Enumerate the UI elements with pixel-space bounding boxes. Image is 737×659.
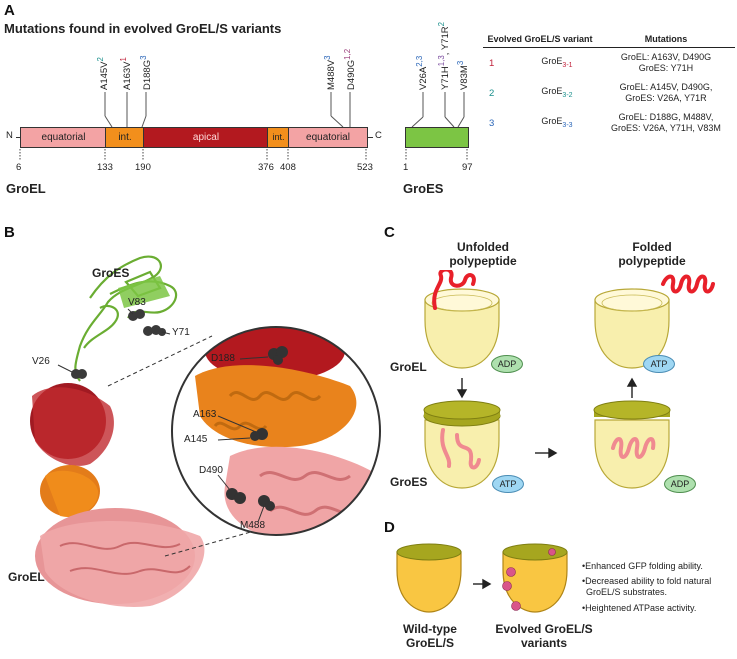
groel-cup-capped-1 — [423, 400, 501, 489]
folding-cycle-diagram — [423, 270, 715, 489]
zoom-label-leaders — [57, 308, 269, 523]
wildtype-cup — [396, 543, 462, 613]
groes-tick-lines — [405, 149, 468, 161]
mutation-label-y71h: Y71H1,3, Y71R2 — [437, 21, 452, 90]
panel-label-d: D — [384, 519, 395, 536]
mutation-label-a163v: A163V1 — [119, 57, 134, 90]
comparison-arrow — [473, 578, 492, 590]
adp-badge-1: ADP — [491, 355, 523, 373]
mutation-label-v26a: V26A2,3 — [415, 55, 430, 90]
panel-label-b: B — [4, 224, 15, 241]
mutation-list: GroEL: A145V, D490G,GroES: V26A, Y71R — [619, 82, 713, 103]
mutation-label-d490g: D490G1,2 — [343, 48, 358, 90]
mutation-label-a145v: A145V2 — [96, 57, 111, 90]
residue-a145: A145 — [184, 434, 208, 445]
evolved-cup — [502, 543, 568, 613]
residue-d188: D188 — [211, 353, 235, 364]
mutation-label-m488v: M488V3 — [323, 55, 338, 90]
header-variant: Evolved GroEL/S variant — [483, 33, 597, 48]
variant-name: GroE3-3 — [541, 115, 573, 129]
c-terminus-line — [368, 137, 373, 138]
residue-v26: V26 — [32, 356, 50, 367]
encapsulated-chain-icon — [440, 428, 481, 470]
residue-y71: Y71 — [172, 327, 190, 338]
groel-tick-523: 523 — [357, 162, 373, 173]
groel-cup-open-2 — [594, 288, 670, 369]
zoom-circle — [171, 326, 381, 536]
n-terminus-label: N — [6, 130, 13, 141]
variant-name: GroE3-1 — [541, 55, 573, 69]
n-terminus-line — [16, 137, 20, 138]
row-number: 2 — [489, 87, 495, 99]
bullet-natural-substrates-cont: GroEL/S substrates. — [586, 587, 668, 597]
variant-table-header: Evolved GroEL/S variant Mutations — [483, 33, 735, 48]
row-number: 3 — [489, 117, 495, 129]
atp-badge-1: ATP — [643, 355, 675, 373]
groes-tick-1: 1 — [403, 162, 409, 173]
groel-sequence-label: GroEL — [6, 181, 46, 196]
zoom-residue-spheres — [226, 346, 288, 511]
groes-tick-97: 97 — [462, 162, 473, 173]
c-terminus-label: C — [375, 130, 382, 141]
residue-m488: M488 — [240, 520, 266, 531]
residue-a163: A163 — [193, 409, 217, 420]
residue-d490: D490 — [199, 465, 223, 476]
domain-intermediate-1: int. — [105, 127, 145, 148]
row-number: 1 — [489, 57, 495, 69]
groel-tick-408: 408 — [280, 162, 296, 173]
variant-table: Evolved GroEL/S variant Mutations 1 GroE… — [483, 33, 735, 138]
header-mutations: Mutations — [596, 33, 735, 48]
table-row: 2 GroE3-2 GroEL: A145V, D490G,GroES: V26… — [483, 78, 735, 108]
bullet-natural-substrates: •Decreased ability to fold natural — [582, 576, 712, 586]
bullet-gfp: •Enhanced GFP folding ability. — [582, 561, 703, 571]
domain-equatorial-1: equatorial — [20, 127, 107, 148]
groel-equatorial — [35, 508, 205, 607]
domain-equatorial-2: equatorial — [288, 127, 368, 148]
unfolded-chain-icon — [432, 270, 476, 310]
cycle-arrows — [456, 377, 638, 459]
groel-intermediate — [40, 465, 100, 517]
groel-tick-6: 6 — [16, 162, 22, 173]
mutation-list: GroEL: D188G, M488V,GroES: V26A, Y71H, V… — [611, 112, 721, 133]
panel-a-title: Mutations found in evolved GroEL/S varia… — [4, 21, 282, 36]
groes-structure-label: GroES — [92, 266, 130, 280]
groel-tick-190: 190 — [135, 162, 151, 173]
variant-comparison-diagram — [396, 543, 568, 613]
groel-cup-capped-2 — [593, 400, 671, 489]
groel-tick-376: 376 — [258, 162, 274, 173]
groel-mutation-stems — [104, 92, 465, 128]
groel-tick-133: 133 — [97, 162, 113, 173]
mutation-label-d188g: D188G3 — [139, 55, 154, 90]
variant-name: GroE3-2 — [541, 85, 573, 99]
groes-sequence-label: GroES — [403, 181, 444, 196]
groes-domain-bar — [405, 127, 469, 148]
table-row: 3 GroE3-3 GroEL: D188G, M488V,GroES: V26… — [483, 108, 735, 138]
bullet-atpase: •Heightened ATPase activity. — [582, 603, 697, 613]
atp-badge-2: ATP — [492, 475, 524, 493]
groel-structure-label: GroEL — [8, 570, 45, 584]
panel-label-a: A — [4, 2, 15, 19]
structure-illustration — [30, 255, 381, 607]
panel-label-c: C — [384, 224, 395, 241]
groel-cup-open-1 — [424, 288, 500, 369]
folded-helix-icon — [661, 274, 715, 294]
residue-v83: V83 — [128, 297, 146, 308]
domain-apical: apical — [143, 127, 269, 148]
domain-intermediate-2: int. — [267, 127, 290, 148]
encapsulated-helix-icon — [611, 437, 656, 459]
groel-apical — [30, 383, 114, 466]
groel-tick-lines — [19, 149, 367, 161]
adp-badge-2: ADP — [664, 475, 696, 493]
groel-domain-bar: equatorial int. apical int. equatorial — [20, 127, 370, 148]
groel-cycle-label: GroEL — [390, 360, 427, 374]
groes-cycle-label: GroES — [390, 475, 428, 489]
mutation-label-v83m: V83M3 — [456, 60, 471, 90]
